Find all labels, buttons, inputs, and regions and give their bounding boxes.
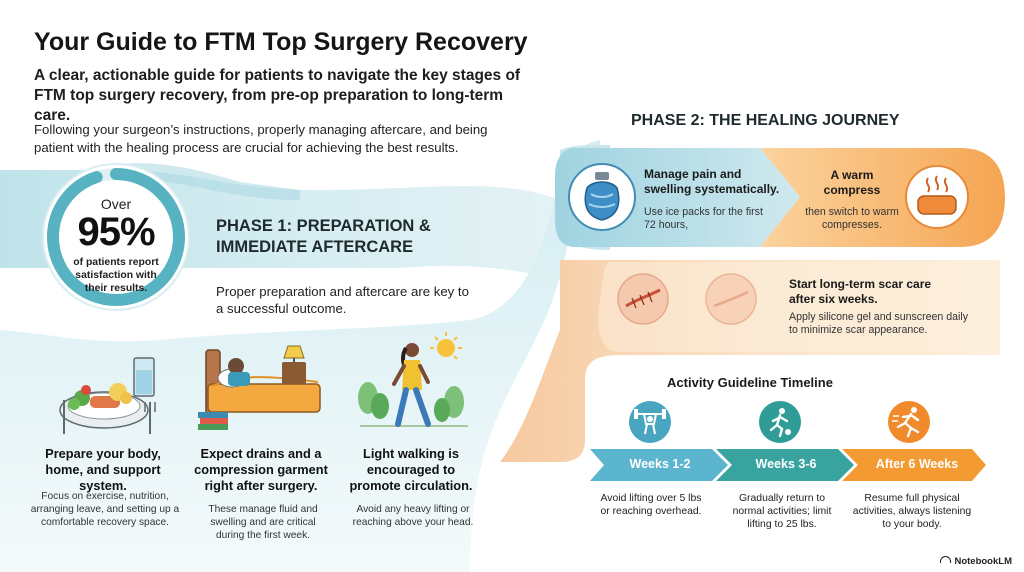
weightlifting-icon — [629, 401, 671, 443]
running-icon — [888, 401, 930, 443]
stage-weeks-1-2: Weeks 1-2 — [629, 457, 691, 471]
stat-over-label: Over — [100, 196, 132, 212]
brand-name: NotebookLM — [954, 556, 1012, 567]
timeline-arrows — [590, 449, 986, 481]
brand-footer: NotebookLM — [940, 556, 1012, 567]
notebooklm-logo-icon — [940, 556, 952, 563]
card-drains-text: These manage fluid and swelling and are … — [208, 504, 318, 541]
page-subtitle: A clear, actionable guide for patients t… — [34, 67, 521, 124]
ice-pack-icon — [568, 163, 636, 231]
timeline-arrow-weeks-1-2 — [590, 449, 728, 481]
scar-heading: Start long-term scar care after six week… — [789, 277, 932, 306]
intro-text: Following your surgeon’s instructions, p… — [34, 122, 488, 155]
jogging-icon — [759, 401, 801, 443]
card-walking-heading: Light walking is encouraged to promote c… — [349, 446, 473, 493]
stage3-text: Resume full physical activities, always … — [852, 493, 972, 530]
card-walking-text: Avoid any heavy lifting or reaching abov… — [352, 504, 474, 528]
fresh-scar-icon — [617, 273, 669, 325]
bed-rest-icon — [198, 345, 321, 430]
stage-weeks-3-6: Weeks 3-6 — [755, 457, 817, 471]
phase2-title: PHASE 2: THE HEALING JOURNEY — [631, 112, 900, 129]
card-prepare-heading: Prepare your body, home, and support sys… — [45, 446, 161, 493]
ice-heading: Manage pain and swelling systematically. — [644, 167, 780, 196]
timeline-title: Activity Guideline Timeline — [667, 375, 833, 390]
scar-text: Apply silicone gel and sunscreen daily t… — [789, 311, 969, 336]
stage-after-6-weeks: After 6 Weeks — [875, 457, 959, 471]
timeline-arrow-weeks-3-6 — [716, 449, 854, 481]
walking-person-icon — [358, 332, 468, 427]
warm-heading: A warm compress — [823, 168, 881, 197]
card-prepare-text: Focus on exercise, nutrition, arranging … — [30, 491, 180, 528]
stat-value: 95% — [77, 210, 155, 254]
phase1-title: PHASE 1: PREPARATION & IMMEDIATE AFTERCA… — [216, 216, 431, 258]
phase1-title-line2: IMMEDIATE AFTERCARE — [216, 238, 414, 256]
ice-text: Use ice packs for the first 72 hours, — [644, 206, 763, 231]
warm-text: then switch to warm compresses. — [805, 206, 899, 231]
stat-caption: of patients report satisfaction with the… — [73, 257, 159, 294]
page-title: Your Guide to FTM Top Surgery Recovery — [34, 28, 528, 56]
stage1-text: Avoid lifting over 5 lbs or reaching ove… — [600, 493, 702, 517]
phase1-title-line1: PHASE 1: PREPARATION & — [216, 217, 431, 235]
card-drains-heading: Expect drains and a compression garment … — [194, 446, 328, 493]
faded-scar-icon — [705, 273, 757, 325]
satisfaction-ring — [42, 163, 190, 311]
phase1-description: Proper preparation and aftercare are key… — [216, 284, 469, 316]
healthy-meal-icon — [59, 357, 156, 434]
timeline-arrow-after-6-weeks — [842, 449, 986, 481]
warm-compress-icon — [905, 165, 969, 229]
stage2-text: Gradually return to normal activities; l… — [732, 493, 832, 530]
